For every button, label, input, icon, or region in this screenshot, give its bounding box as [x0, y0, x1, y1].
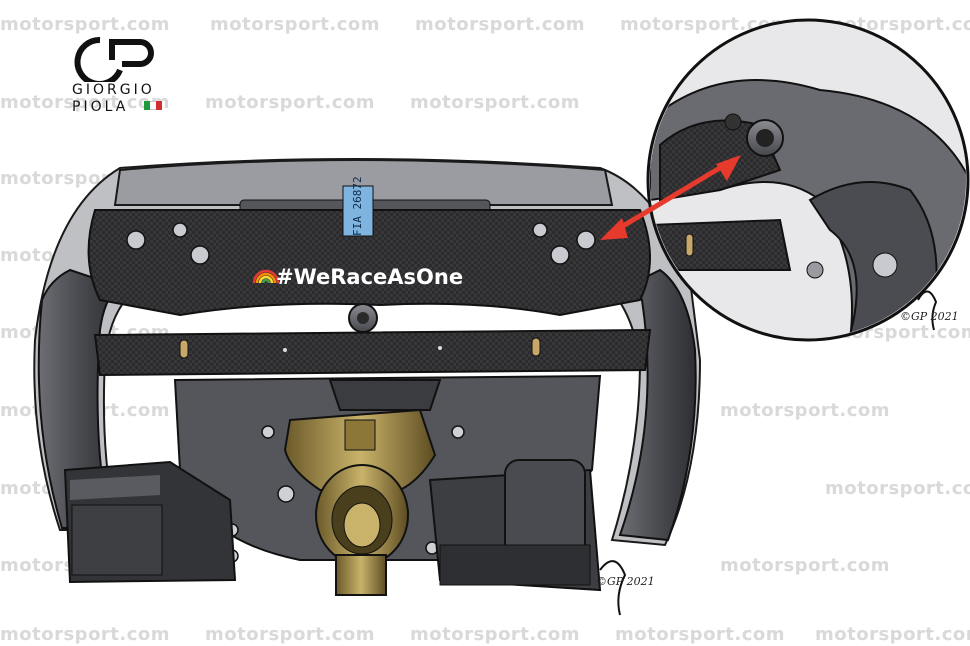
watermark-text: motorsport.com [0, 92, 171, 113]
watermark-text: motorsport.com [410, 92, 581, 113]
italian-flag-icon [144, 101, 162, 110]
watermark-text: motorsport.com [0, 624, 171, 645]
giorgio-piola-logo-icon [74, 36, 154, 82]
hashtag-label: #WeRaceAsOne [276, 265, 464, 289]
artist-signature: ©GP 2021 [596, 575, 655, 588]
watermark-text: motorsport.com [205, 92, 376, 113]
watermark-text: motorsport.com [825, 478, 970, 499]
watermark-text: motorsport.com [720, 555, 891, 576]
watermark-text: motorsport.com [720, 400, 891, 421]
watermark-text: motorsport.com [210, 14, 381, 35]
watermark-text: motorsport.com [0, 14, 171, 35]
watermark-text: motorsport.com [410, 624, 581, 645]
watermark-text: motorsport.com [205, 624, 376, 645]
brand-line-2: PIOLA [72, 99, 129, 115]
inset-signature: ©GP 2021 [900, 310, 959, 323]
watermark-text: motorsport.com [415, 14, 586, 35]
watermark-text: motorsport.com [615, 624, 786, 645]
brand-line-1: GIORGIO [72, 82, 155, 98]
watermark-text: motorsport.com [620, 14, 791, 35]
watermark-text: motorsport.com [815, 624, 970, 645]
fia-label: FIA 26872 [351, 176, 364, 236]
